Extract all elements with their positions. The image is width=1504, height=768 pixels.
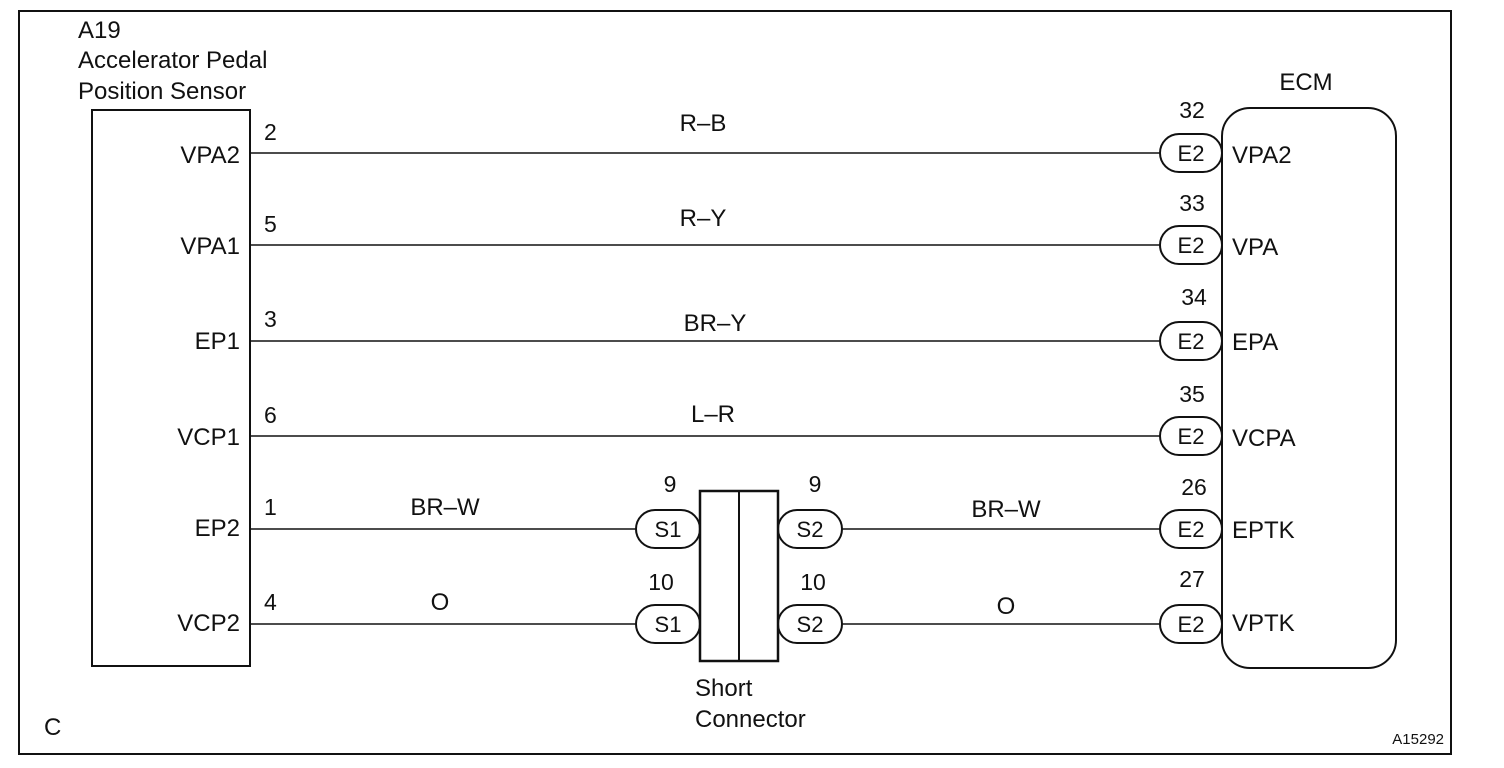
ecm-connector-pills [1159,133,1223,644]
ecm-pin: 35 [1179,381,1205,407]
wire-color-label: BR–W [971,496,1041,523]
ecm-title: ECM [1279,69,1332,96]
sensor-code: A19 [78,17,121,44]
ecm-terminal-eptk: EPTK [1232,517,1295,544]
ecm-e2-pill [1159,604,1223,644]
short-connector-pin: 10 [800,569,826,595]
sensor-name-line2: Position Sensor [78,78,246,105]
sensor-pin: 1 [264,494,277,520]
figure-id: A15292 [1392,731,1444,748]
ecm-pin: 33 [1179,190,1205,216]
short-connector-pin: 9 [664,471,677,497]
ecm-terminal-vpa2: VPA2 [1232,142,1292,169]
ecm-terminal-vpa: VPA [1232,234,1278,261]
ecm-e2-label: E2 [1178,141,1205,166]
connector-s1-pill [635,509,701,549]
wire-color-label: BR–W [410,494,480,521]
wire-color-label: O [431,589,450,616]
ecm-e2-label: E2 [1178,517,1205,542]
ecm-pin: 34 [1181,284,1207,310]
ecm-e2-pill [1159,225,1223,265]
ecm-e2-label: E2 [1178,329,1205,354]
sensor-terminal-ep2: EP2 [195,515,240,542]
connector-s2-label: S2 [797,517,824,542]
sensor-pin: 6 [264,402,277,428]
ecm-pin: 27 [1179,566,1205,592]
connector-s1-label: S1 [655,612,682,637]
ecm-e2-pill [1159,509,1223,549]
sensor-terminal-vpa1: VPA1 [180,233,240,260]
sensor-terminal-vpa2: VPA2 [180,142,240,169]
connector-s1-pill [635,604,701,644]
connector-s2-pill [777,509,843,549]
ecm-terminal-epa: EPA [1232,329,1278,356]
wire-color-label: R–Y [680,205,727,232]
short-connector-pin: 10 [648,569,674,595]
connector-s2-pill [777,604,843,644]
sensor-terminal-ep1: EP1 [195,328,240,355]
sensor-pin: 2 [264,119,277,145]
corner-label: C [44,714,61,741]
connector-s1-label: S1 [655,517,682,542]
ecm-e2-label: E2 [1178,612,1205,637]
ecm-e2-label: E2 [1178,424,1205,449]
sensor-terminal-vcp1: VCP1 [177,424,240,451]
short-connector-label-line2: Connector [695,706,806,733]
wire-color-label: O [997,593,1016,620]
wire-color-label: L–R [691,401,735,428]
short-connector-pin: 9 [809,471,822,497]
ecm-e2-pill [1159,416,1223,456]
sensor-pin: 4 [264,589,277,615]
sensor-box [91,109,251,667]
ecm-pin: 32 [1179,97,1205,123]
diagram-frame [18,10,1452,755]
sensor-pin: 5 [264,211,277,237]
short-connector-label-line1: Short [695,675,753,702]
sensor-pin: 3 [264,306,277,332]
sensor-name-line1: Accelerator Pedal [78,47,267,74]
ecm-e2-pill [1159,321,1223,361]
ecm-terminal-vcpa: VCPA [1232,425,1296,452]
ecm-terminal-vptk: VPTK [1232,610,1295,637]
connector-s2-label: S2 [797,612,824,637]
wire-color-label: R–B [680,110,727,137]
sensor-terminal-vcp2: VCP2 [177,610,240,637]
ecm-e2-pill [1159,133,1223,173]
ecm-e2-label: E2 [1178,233,1205,258]
ecm-box [1221,107,1397,669]
ecm-pin: 26 [1181,474,1207,500]
wire-color-label: BR–Y [684,310,747,337]
